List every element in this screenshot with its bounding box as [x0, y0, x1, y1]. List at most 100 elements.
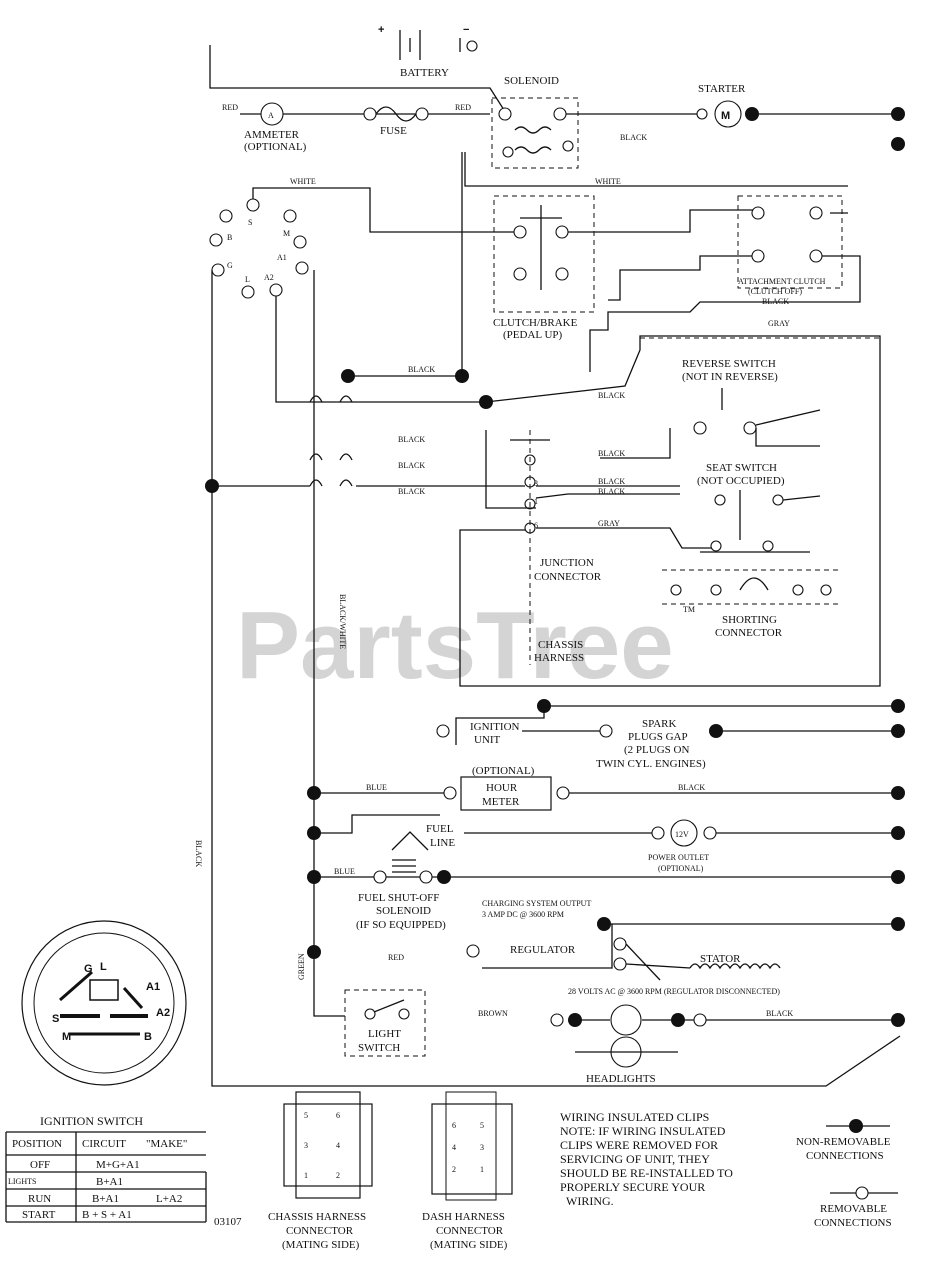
spark-line2: PLUGS GAP — [628, 731, 688, 743]
key-pin-a1: A1 — [277, 253, 287, 262]
fuse: FUSE — [363, 106, 429, 137]
power-outlet-line2: (OPTIONAL) — [658, 864, 704, 873]
junction-dot — [891, 826, 905, 840]
junction-dot — [307, 826, 321, 840]
table-header-position: POSITION — [12, 1138, 62, 1150]
dash-pin: 1 — [480, 1165, 484, 1174]
dash-pin: 6 — [452, 1121, 456, 1130]
spark-line1: SPARK — [642, 718, 677, 730]
stator-label: STATOR — [700, 953, 741, 965]
reverse-switch: REVERSE SWITCH (NOT IN REVERSE) — [600, 358, 821, 459]
power-outlet-line1: POWER OUTLET — [648, 853, 709, 862]
seat-switch-label: SEAT SWITCH — [706, 462, 777, 474]
wire-black: BLACK — [398, 435, 425, 444]
chassis-connector-line1: CHASSIS HARNESS — [268, 1211, 366, 1223]
legend-removable2: CONNECTIONS — [814, 1217, 892, 1229]
dash-pin: 2 — [452, 1165, 456, 1174]
junction-dot — [891, 786, 905, 800]
wire-black: BLACK — [598, 477, 625, 486]
starter-motor: M STARTER — [696, 83, 746, 128]
ign-face-l: L — [100, 961, 107, 973]
table-row-position: OFF — [30, 1159, 50, 1171]
seat-switch-sub: (NOT OCCUPIED) — [697, 475, 785, 487]
dash-connector-line1: DASH HARNESS — [422, 1211, 505, 1223]
junction-dot — [307, 945, 321, 959]
wire-red: RED — [455, 103, 471, 112]
hour-meter: (OPTIONAL) HOUR METER — [443, 765, 570, 811]
clips-note-line: WIRING. — [566, 1194, 614, 1208]
wire-black: BLACK — [598, 391, 625, 400]
legend: NON-REMOVABLE CONNECTIONS REMOVABLE CONN… — [796, 1119, 898, 1229]
ign-face-a1: A1 — [146, 981, 160, 993]
junction-dot — [205, 479, 219, 493]
chassis-pin: 5 — [304, 1111, 308, 1120]
wiring-clips-note: WIRING INSULATED CLIPS NOTE: IF WIRING I… — [560, 1110, 733, 1208]
ammeter-symbol: A — [268, 111, 274, 120]
clutch-brake-label: CLUTCH/BRAKE — [493, 317, 578, 329]
clips-note-line: WIRING INSULATED CLIPS — [560, 1110, 709, 1124]
regulator-label: REGULATOR — [510, 944, 576, 956]
junction-dot — [891, 917, 905, 931]
junction-dot — [307, 786, 321, 800]
chassis-label2: HARNESS — [534, 652, 584, 664]
wire-brown: BROWN — [478, 1009, 508, 1018]
light-switch: LIGHT SWITCH — [344, 989, 426, 1057]
legend-nonremovable1: NON-REMOVABLE — [796, 1136, 891, 1148]
table-row-circuit: B + S + A1 — [82, 1209, 132, 1221]
junction-dot — [307, 870, 321, 884]
dash-connector-line2: CONNECTOR — [436, 1225, 504, 1237]
wire-red: RED — [388, 953, 404, 962]
light-switch-line2: SWITCH — [358, 1042, 400, 1054]
junction-pin-1: 1 — [534, 497, 538, 506]
solenoid-label: SOLENOID — [504, 75, 559, 87]
dash-pin: 3 — [480, 1143, 484, 1152]
legend-nonremovable2: CONNECTIONS — [806, 1150, 884, 1162]
dash-pin: 5 — [480, 1121, 484, 1130]
ign-face-g: G — [84, 963, 93, 975]
headlights: HEADLIGHTS — [586, 1004, 656, 1085]
dash-harness-connector: 6 5 4 3 2 1 DASH HARNESS CONNECTOR (MATI… — [422, 1091, 513, 1251]
junction-dot — [891, 107, 905, 121]
ammeter-label: AMMETER — [244, 129, 300, 141]
junction-dot — [597, 917, 611, 931]
table-row-position: RUN — [28, 1193, 51, 1205]
power-outlet: 12V POWER OUTLET (OPTIONAL) — [648, 819, 717, 873]
light-switch-line1: LIGHT — [368, 1028, 401, 1040]
ignition-switch-title: IGNITION SWITCH — [40, 1114, 143, 1128]
wire-black: BLACK — [398, 461, 425, 470]
fuel-solenoid-line2: SOLENOID — [376, 905, 431, 917]
junction-dot — [341, 369, 355, 383]
ignition-switch-table: POSITION CIRCUIT "MAKE" OFF M+G+A1 LIGHT… — [5, 1131, 207, 1223]
junction-dot — [745, 107, 759, 121]
junction-dot — [891, 699, 905, 713]
junction-dot — [671, 1013, 685, 1027]
ignition-key-connector: S M A1 A2 L G B — [209, 198, 309, 299]
dash-pin: 4 — [452, 1143, 456, 1152]
wire-gray: GRAY — [768, 319, 790, 328]
attachment-clutch-sub: (CLUTCH OFF) — [748, 287, 802, 296]
chassis-connector-line3: (MATING SIDE) — [282, 1239, 360, 1251]
chassis-pin: 3 — [304, 1141, 308, 1150]
fuel-shutoff-solenoid: FUEL SHUT-OFF SOLENOID (IF SO EQUIPPED) — [356, 859, 446, 931]
junction-dot — [437, 870, 451, 884]
table-row-position: START — [22, 1209, 56, 1221]
clutch-brake-switch: CLUTCH/BRAKE (PEDAL UP) — [493, 195, 595, 341]
chassis-label1: CHASSIS — [538, 639, 583, 651]
seat-switch: SEAT SWITCH (NOT OCCUPIED) — [697, 462, 821, 540]
ignition-switch-face: G L A1 A2 S M B — [21, 920, 187, 1086]
wire-black-white: BLACK/WHITE — [338, 594, 347, 649]
hour-meter-optional: (OPTIONAL) — [472, 765, 535, 777]
wire-black: BLACK — [766, 1009, 793, 1018]
junction-dot — [891, 870, 905, 884]
wire-black: BLACK — [762, 297, 789, 306]
fuse-label: FUSE — [380, 125, 407, 137]
shorting-label1: SHORTING — [722, 614, 777, 626]
fuel-solenoid-line3: (IF SO EQUIPPED) — [356, 919, 446, 931]
battery-plus: + — [378, 24, 384, 36]
fuel-line-line1: FUEL — [426, 823, 454, 835]
junction-dot — [709, 724, 723, 738]
wire-black-vertical: BLACK — [194, 840, 203, 867]
key-pin-l: L — [245, 275, 250, 284]
charging-line1: CHARGING SYSTEM OUTPUT — [482, 899, 591, 908]
